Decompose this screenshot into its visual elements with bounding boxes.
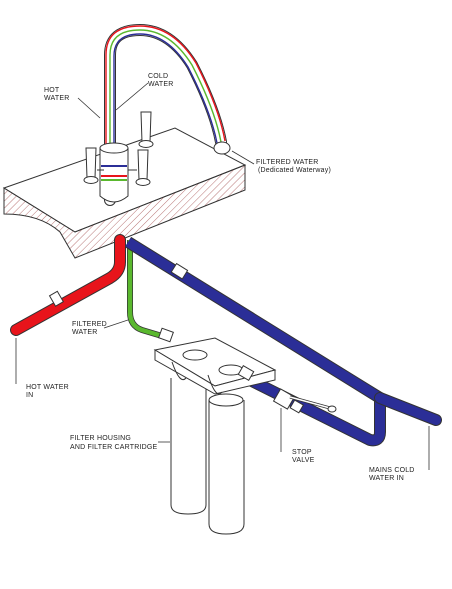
label-cold-water: COLD WATER: [148, 73, 174, 88]
pipe-fitting-hot: [48, 290, 65, 307]
label-filtered-water-tap: FILTERED WATER (Dedicated Waterway): [256, 159, 331, 174]
mains-cold-pipe: [124, 236, 442, 447]
leader-filtered-tap: [231, 150, 255, 165]
pipe-fitting-cold: [170, 262, 189, 280]
label-hot-water: HOT WATER: [44, 87, 70, 102]
tap-handles: [83, 111, 154, 186]
leader-lines: [15, 82, 430, 470]
stop-valve: [272, 388, 337, 414]
filter-housing: [153, 327, 277, 535]
tap: [99, 23, 231, 206]
label-filter-housing: FILTER HOUSING AND FILTER CARTRIDGE: [70, 435, 157, 451]
label-filtered-water-pipe: FILTERED WATER: [72, 321, 109, 336]
leader-hot-water: [77, 97, 101, 119]
hot-water-pipe: [10, 234, 126, 336]
label-hot-water-in: HOT WATER IN: [26, 384, 71, 399]
label-stop-valve: STOP VALVE: [292, 449, 315, 464]
leader-filtered-pipe: [103, 319, 129, 329]
leader-cold-water: [115, 82, 149, 111]
filtered-water-pipe: [127, 240, 163, 339]
label-mains-cold: MAINS COLD WATER IN: [369, 467, 417, 482]
